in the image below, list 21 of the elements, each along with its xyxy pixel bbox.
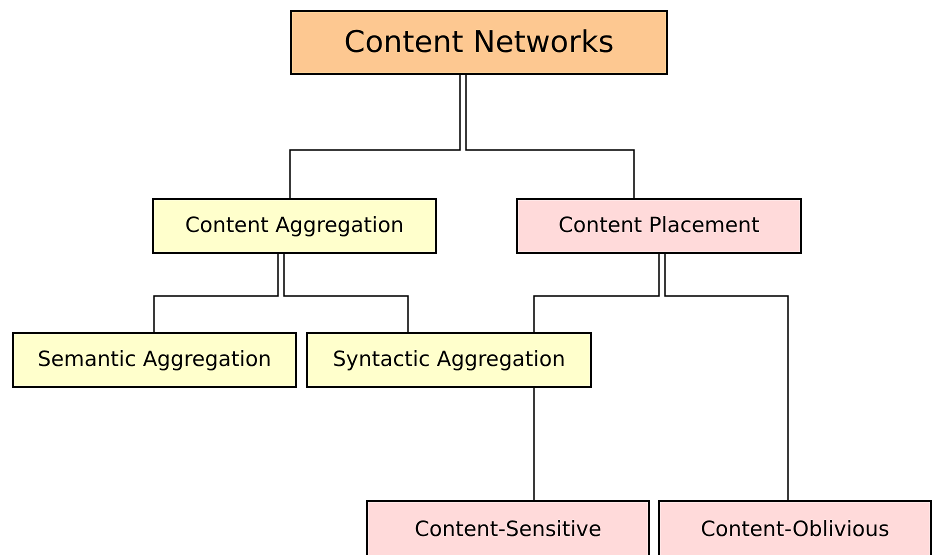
connector-line bbox=[465, 75, 635, 198]
category-box bbox=[366, 500, 650, 555]
category-box bbox=[306, 332, 592, 388]
box-label: Content Networks bbox=[344, 24, 614, 62]
box-label: Semantic Aggregation bbox=[38, 346, 272, 374]
connector-line bbox=[283, 254, 409, 332]
box-label: Content Aggregation bbox=[185, 212, 404, 240]
connector-line bbox=[153, 254, 279, 332]
box-label: Content-Sensitive bbox=[414, 516, 602, 544]
connector-line bbox=[533, 388, 535, 500]
connector-line bbox=[664, 254, 789, 500]
category-box bbox=[12, 332, 297, 388]
category-box bbox=[516, 198, 802, 254]
box-label: Content-Oblivious bbox=[700, 516, 890, 544]
category-box bbox=[152, 198, 437, 254]
box-label: Content Placement bbox=[558, 212, 760, 240]
connector-line bbox=[533, 254, 660, 332]
box-label: Syntactic Aggregation bbox=[332, 346, 566, 374]
category-box bbox=[658, 500, 932, 555]
category-box bbox=[290, 10, 668, 75]
connector-line bbox=[289, 75, 461, 198]
